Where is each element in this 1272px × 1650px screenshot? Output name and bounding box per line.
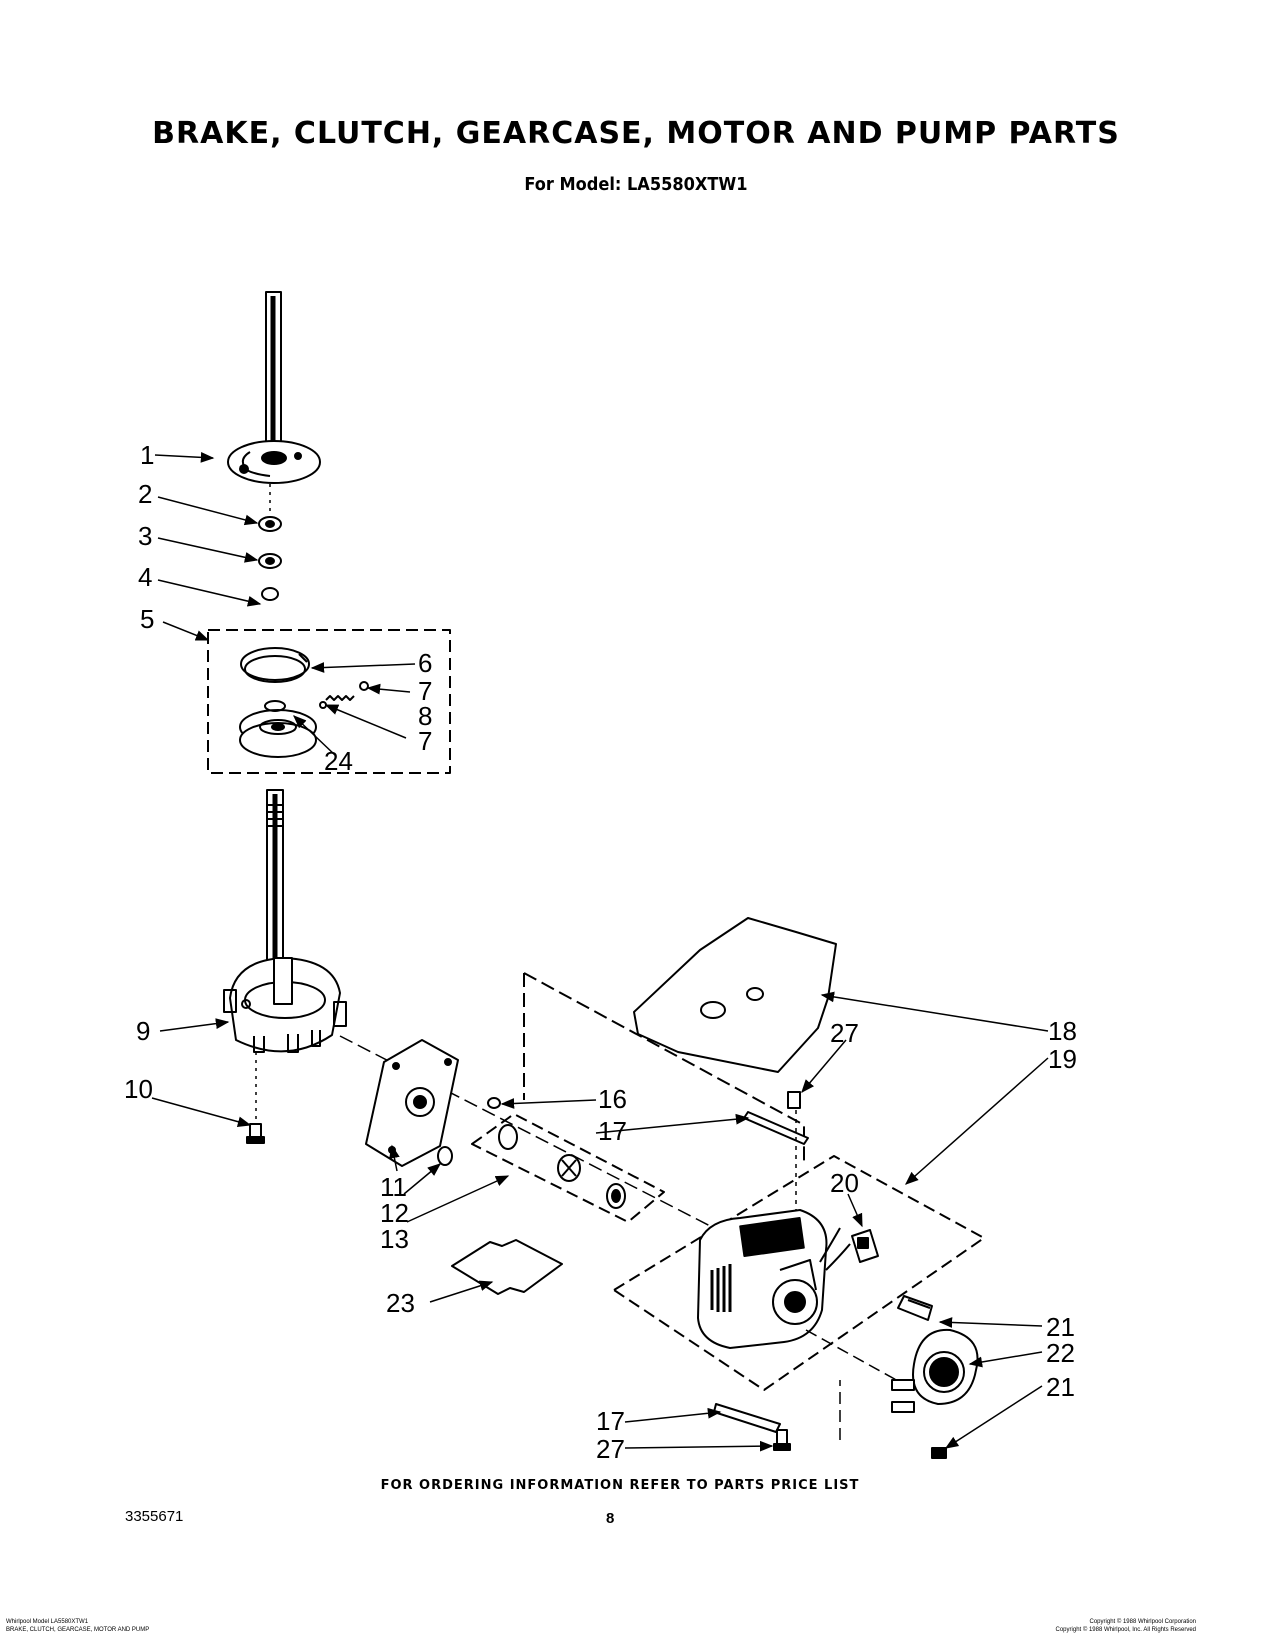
part-3-washer	[258, 553, 282, 569]
callout-16: 16	[598, 1084, 627, 1114]
part-13-impeller	[498, 1124, 626, 1209]
part-8-spring	[319, 681, 369, 709]
callout-19: 19	[1048, 1044, 1077, 1074]
callout-1: 1	[140, 440, 154, 470]
leader-lines	[151, 451, 1049, 1452]
part-21-clip-upper	[897, 1295, 933, 1321]
callout-21: 21	[1046, 1312, 1075, 1342]
footer-right-line-1: Copyright © 1988 Whirlpool Corporation	[1089, 1619, 1196, 1625]
motor-mount-outline	[523, 972, 805, 1161]
footer-left-line-1: Whirlpool Model LA5580XTW1	[6, 1619, 89, 1625]
callout-9: 9	[136, 1016, 150, 1046]
callout-22: 22	[1046, 1338, 1075, 1368]
part-21-clip-lower	[931, 1447, 947, 1459]
part-10-bolt	[246, 1052, 265, 1144]
footer-left-line-2: BRAKE, CLUTCH, GEARCASE, MOTOR AND PUMP	[6, 1627, 150, 1633]
callout-17-second: 17	[596, 1406, 625, 1436]
callout-10: 10	[124, 1074, 153, 1104]
part-1-brake-cam	[227, 440, 321, 484]
part-16-screw	[487, 1097, 501, 1109]
part-2-washer	[258, 516, 282, 532]
footer-right-line-2: Copyright © 1988 Whirlpool, Inc. All Rig…	[1055, 1627, 1196, 1633]
page-number: 8	[606, 1510, 615, 1527]
callout-labels: 1 2 3 4 5 6 7 8 7 24 9 10 11 12 13 16 17…	[124, 440, 1077, 1464]
callout-12: 12	[380, 1198, 409, 1228]
part-4-retainer	[261, 587, 279, 601]
motor	[697, 1209, 851, 1349]
callout-27-second: 27	[596, 1434, 625, 1464]
callout-27: 27	[830, 1018, 859, 1048]
callout-11: 11	[380, 1172, 407, 1202]
callout-5: 5	[140, 604, 154, 634]
callout-21-second: 21	[1046, 1372, 1075, 1402]
part-27-screw-lower	[773, 1429, 791, 1451]
callout-6: 6	[418, 648, 432, 678]
part-23-gasket	[451, 1239, 563, 1295]
part-18-insulator	[633, 917, 837, 1073]
part-19-motor-group-box	[613, 1155, 985, 1391]
callout-4: 4	[138, 562, 152, 592]
part-6-brake-band	[240, 647, 310, 683]
part-17-clip-upper	[743, 1111, 809, 1145]
callout-24: 24	[324, 746, 353, 776]
part-5-brake-assembly-box	[207, 629, 451, 774]
callout-8: 8	[418, 701, 432, 731]
callout-7: 7	[418, 676, 432, 706]
callout-7-second: 7	[418, 726, 432, 756]
model-subtitle: For Model: LA5580XTW1	[524, 174, 748, 195]
part-11-pump-cover	[365, 1039, 459, 1167]
callout-2: 2	[138, 479, 152, 509]
part-24-brake-drum	[239, 700, 317, 758]
ordering-note: FOR ORDERING INFORMATION REFER TO PARTS …	[380, 1478, 860, 1493]
callout-17: 17	[598, 1116, 627, 1146]
callout-3: 3	[138, 521, 152, 551]
upper-shaft	[265, 291, 282, 453]
callout-18: 18	[1048, 1016, 1077, 1046]
footer-right: Copyright © 1988 Whirlpool Corporation C…	[996, 1618, 1196, 1634]
page-title: BRAKE, CLUTCH, GEARCASE, MOTOR AND PUMP …	[152, 116, 1120, 151]
part-13-pump-group-box	[471, 1113, 665, 1223]
document-number: 3355671	[125, 1508, 184, 1525]
footer-left: Whirlpool Model LA5580XTW1 BRAKE, CLUTCH…	[6, 1618, 149, 1634]
callout-23: 23	[386, 1288, 415, 1318]
callout-13: 13	[380, 1224, 409, 1254]
callout-20: 20	[830, 1168, 859, 1198]
part-9-gearcase	[223, 957, 347, 1053]
part-22-pump	[805, 1328, 979, 1440]
part-17-clip-lower	[713, 1403, 781, 1433]
part-20-switch	[851, 1229, 879, 1263]
lower-shaft	[266, 789, 284, 981]
part-12-screw	[437, 1146, 453, 1166]
